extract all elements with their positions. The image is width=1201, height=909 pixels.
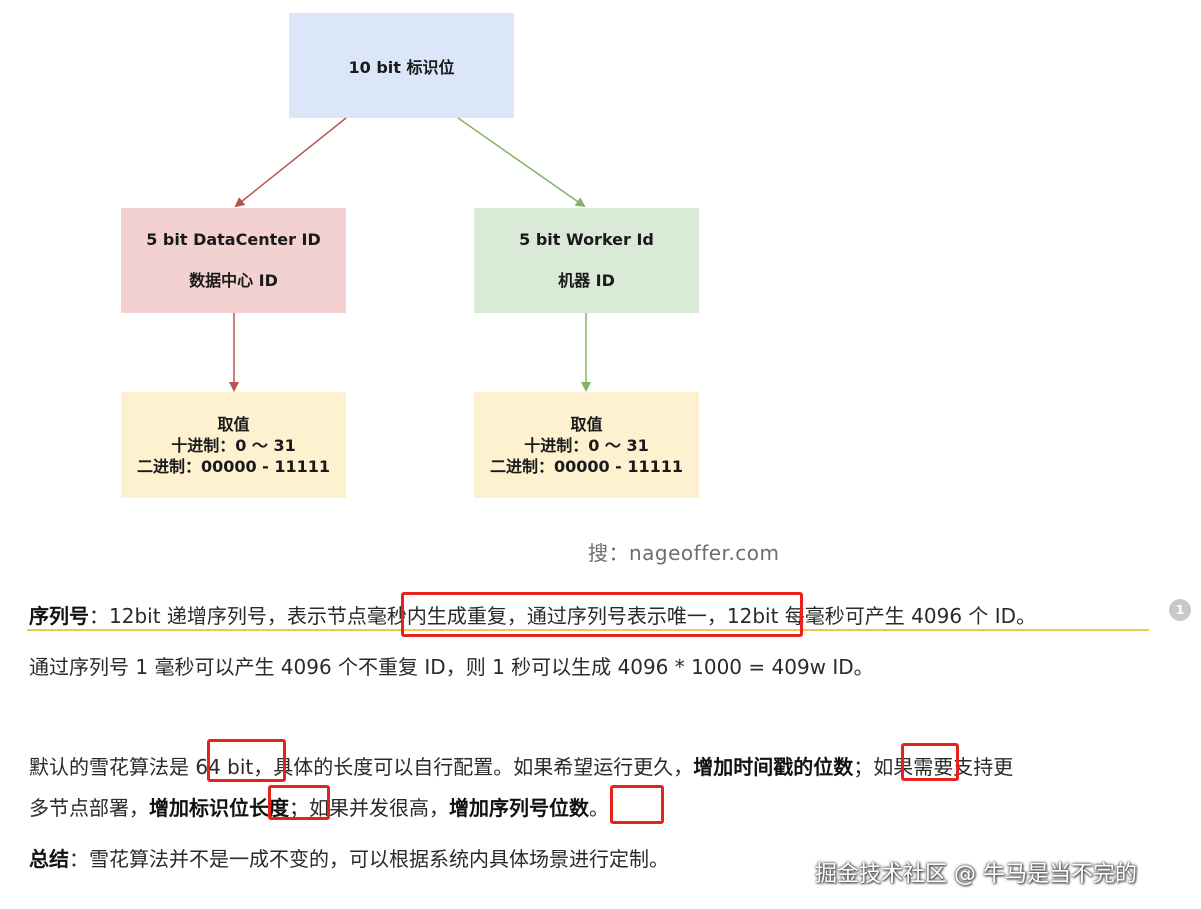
range-right-line3: 二进制：00000 - 11111 — [489, 456, 684, 476]
p3-text-a: 默认的雪花算法是 — [29, 755, 196, 779]
root-node-identifier-bits: 10 bit 标识位 — [289, 13, 514, 118]
p4-text-c: ；如果并发很高， — [289, 796, 449, 820]
comment-underline — [27, 629, 1149, 631]
arrow-root-to-datacenter — [234, 117, 347, 208]
community-credit: 掘金技术社区 @ 牛马是当不完的 — [815, 862, 1137, 887]
p1-text-b: 毫秒内生成重复，通过序列号表示唯一， — [366, 604, 727, 628]
range-left-line1: 取值 — [217, 414, 250, 434]
p4-text-a: 多节点部署， — [29, 796, 149, 820]
source-watermark: 搜：nageoffer.com — [588, 541, 780, 565]
worker-range-node: 取值 十进制：0 ～ 31 二进制：00000 - 11111 — [474, 392, 699, 498]
paragraph-default-bits: 默认的雪花算法是 64 bit，具体的长度可以自行配置。如果希望运行更久，增加时… — [29, 751, 1013, 780]
p3-text-c: ，具体的长度可以自行配置。如果希望运行更久， — [253, 755, 694, 779]
p4-text-e: 。 — [589, 796, 609, 820]
datacenter-id-subtitle: 数据中心 ID — [189, 271, 278, 290]
p1-text-c: 12bit 每毫秒可产生 4096 个 ID。 — [726, 604, 1037, 628]
range-right-line2: 十进制：0 ～ 31 — [524, 435, 649, 455]
worker-id-subtitle: 机器 ID — [558, 271, 615, 290]
comment-count-badge[interactable]: 1 — [1169, 599, 1191, 621]
datacenter-id-title: 5 bit DataCenter ID — [146, 230, 321, 249]
paragraph-throughput: 通过序列号 1 毫秒可以产生 4096 个不重复 ID，则 1 秒可以生成 40… — [29, 655, 874, 679]
p3-text-d: 增加时间戳的位数 — [693, 755, 854, 779]
paragraph-summary: 总结：雪花算法并不是一成不变的，可以根据系统内具体场景进行定制。 — [29, 843, 669, 872]
summary-term: 总结 — [29, 847, 69, 871]
p4-text-b: 增加标识位长度 — [149, 796, 289, 820]
worker-id-title: 5 bit Worker Id — [519, 230, 654, 249]
arrow-root-to-worker — [457, 117, 586, 208]
sequence-number-term: 序列号 — [29, 604, 89, 628]
root-node-label: 10 bit 标识位 — [348, 57, 455, 77]
p3-text-b: 64 bit — [195, 755, 254, 779]
datacenter-range-node: 取值 十进制：0 ～ 31 二进制：00000 - 11111 — [121, 392, 346, 498]
paragraph-deployment: 多节点部署，增加标识位长度；如果并发很高，增加序列号位数。 — [29, 792, 609, 821]
datacenter-id-node: 5 bit DataCenter ID 数据中心 ID — [121, 208, 346, 313]
range-right-line1: 取值 — [570, 414, 603, 434]
p1-text-a: ：12bit 递增序列号，表示节点 — [89, 604, 367, 628]
range-left-line3: 二进制：00000 - 11111 — [136, 456, 331, 476]
worker-id-node: 5 bit Worker Id 机器 ID — [474, 208, 699, 313]
p4-text-d: 增加序列号位数 — [449, 796, 589, 820]
p3-text-e: ；如果需要支持更 — [853, 755, 1014, 779]
paragraph-sequence-number: 序列号：12bit 递增序列号，表示节点毫秒内生成重复，通过序列号表示唯一，12… — [29, 600, 1036, 629]
summary-text: ：雪花算法并不是一成不变的，可以根据系统内具体场景进行定制。 — [69, 847, 669, 871]
highlight-box-sequence-bits — [610, 785, 664, 824]
range-left-line2: 十进制：0 ～ 31 — [171, 435, 296, 455]
